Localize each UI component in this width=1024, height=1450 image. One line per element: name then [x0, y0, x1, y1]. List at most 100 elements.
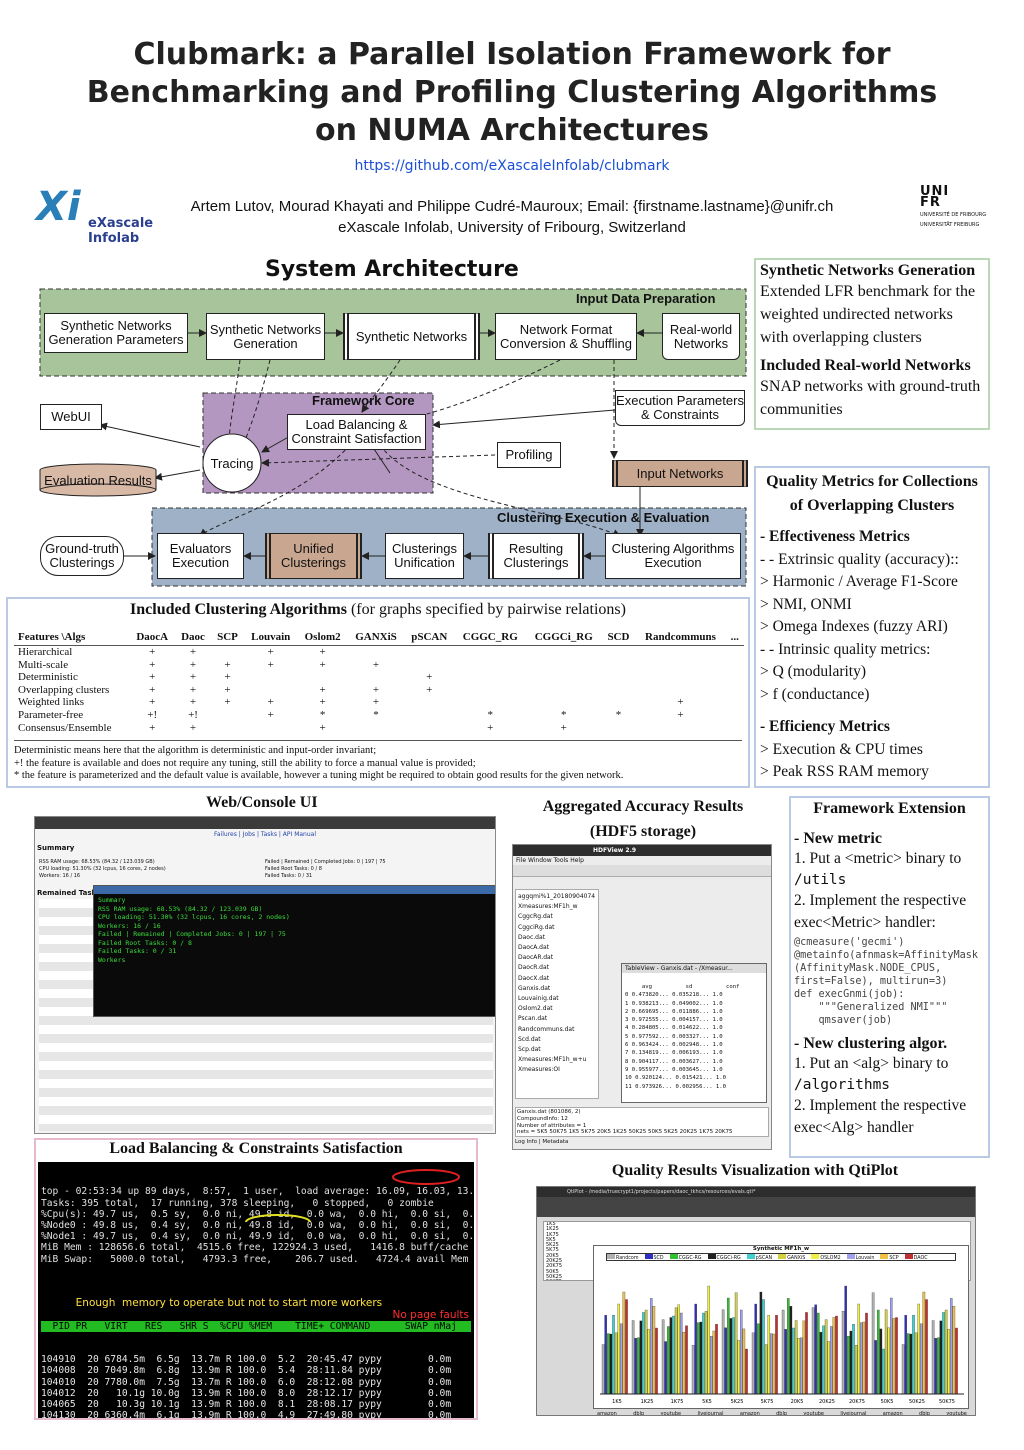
extension-step-1: 1. Put a <metric> binary to [794, 850, 962, 867]
webui-screenshot: Failures | Jobs | Tasks | API Manual Sum… [34, 816, 496, 1134]
plot-bar [797, 1338, 800, 1395]
node-real-world: Real-world Networks [662, 313, 740, 360]
plot-bar [775, 1315, 778, 1395]
tab-metadata[interactable]: Metadata [542, 1139, 569, 1145]
table-cell: + [319, 721, 326, 734]
plot-bar [781, 1309, 785, 1395]
quality-line: - - Extrinsic quality (accuracy):: [760, 550, 959, 568]
plot-bar [734, 1292, 738, 1395]
top-line: %Node1 : 49.7 us, 0.4 sy, 0.0 ni, 49.9 i… [41, 1231, 474, 1243]
algorithms-subtitle: (for graphs specified by pairwise relati… [350, 601, 626, 618]
legend-entry: pSCAN [746, 1254, 773, 1261]
table-cell [526, 659, 601, 672]
hdf-row: 2 0.669695... 0.011886... 1.0 [625, 1008, 723, 1015]
table-cell [244, 684, 298, 697]
title-line-1: Clubmark: a Parallel Isolation Framework… [133, 37, 891, 72]
plot-bar [682, 1331, 686, 1395]
plot-bar [667, 1326, 670, 1395]
legend-entry: SCD [644, 1254, 664, 1261]
node-webui: WebUI [40, 404, 102, 430]
qtiplot-toolbar [537, 1197, 975, 1217]
hdf-row: 4 0.284805... 0.014622... 1.0 [625, 1025, 723, 1032]
legend-label: SCD [653, 1256, 664, 1261]
plot-bar [784, 1329, 787, 1395]
legend-label: OSLOM2 [820, 1256, 841, 1261]
repo-link[interactable]: https://github.com/eXascaleInfolab/clubm… [354, 158, 670, 174]
hdf-row: 10 0.920124... 0.015421... 1.0 [625, 1075, 727, 1082]
hdf5-title: Aggregated Accuracy Results (HDF5 storag… [535, 794, 751, 844]
hdf-info-line: CompoundInfo: 12 [517, 1115, 568, 1122]
plot-bar [764, 1344, 768, 1395]
table-row: Overlapping clusters++++++ [14, 684, 744, 697]
extension-title: Framework Extension [813, 800, 966, 817]
table-cell: + [677, 696, 684, 709]
realworld-heading: Included Real-world Networks [760, 357, 971, 374]
plot-x-label: 50K75 [939, 1399, 955, 1405]
hdf-tabs[interactable]: Log Info | Metadata [515, 1139, 569, 1145]
plot-bar [609, 1333, 613, 1395]
plot-bar [694, 1303, 697, 1395]
legend-entry: GANXiS [778, 1254, 805, 1260]
node-profiling: Profiling [497, 442, 561, 468]
plot-bar [925, 1299, 928, 1395]
legend-label: pSCAN [755, 1256, 773, 1261]
table-cell [636, 659, 726, 672]
hdfview-menu[interactable]: File Window Tools Help [516, 857, 584, 864]
table-cell: + [372, 696, 380, 709]
bottom-label: dblp [633, 1411, 645, 1416]
code-line: """Generalized NMI""" [794, 1002, 948, 1013]
plot-bar [887, 1327, 890, 1395]
unifr-sub-2: UNIVERSITÄT FREIBURG [920, 222, 980, 228]
legend-label: CGGCi-RG [716, 1256, 741, 1261]
table-cell [725, 696, 744, 709]
plot-bar [655, 1327, 658, 1395]
bottom-label: livejournal [697, 1411, 724, 1416]
console-line: Failed Tasks: 0 / 31 [98, 947, 177, 955]
plot-bar [817, 1312, 820, 1395]
table-cell: + [149, 696, 156, 709]
input-prep-label: Input Data Preparation [576, 291, 716, 306]
bottom-label: youtube [946, 1411, 967, 1416]
tab-log-info[interactable]: Log Info [515, 1139, 537, 1145]
title-line-3: on NUMA Architectures [315, 113, 709, 148]
plot-bar [844, 1285, 847, 1395]
webui-title: Web/Console UI [206, 794, 318, 811]
webui-links[interactable]: Failures | Jobs | Tasks | API Manual [213, 831, 317, 838]
top-line: MiB Mem : 128656.6 total, 4515.6 free, 1… [41, 1242, 469, 1254]
table-cell [725, 646, 744, 659]
legend-label: CGGC-RG [678, 1256, 702, 1261]
table-cell [454, 646, 526, 659]
table-cell: + [426, 683, 433, 696]
legend-entry: Randcom [607, 1254, 639, 1260]
annotations-row: Enough memory to operate but not to star… [41, 1287, 471, 1321]
top-line: %Cpu(s): 49.7 us, 0.5 sy, 0.0 ni, 49.8 i… [41, 1208, 474, 1220]
extension-step-2: 2. Implement the respective exec<Metric>… [794, 892, 967, 931]
plot-bar [625, 1299, 628, 1395]
qtiplot-window: QtiPlot - /media/truecrypt1/projects/pap… [536, 1186, 976, 1416]
table-cell: + [149, 646, 156, 658]
plot-x-label: 20K75 [849, 1399, 865, 1405]
proc-line: 104065 20 10.3g 10.1g 13.9m R 100.0 8.1 … [41, 1399, 474, 1411]
plot-bar [862, 1321, 866, 1395]
plot-bar [832, 1317, 836, 1395]
table-cell [526, 684, 601, 697]
table-header: SCD [601, 629, 636, 646]
plot-bar [617, 1303, 620, 1395]
legend-swatch [880, 1254, 889, 1259]
plot-bar [877, 1309, 880, 1395]
plot-bar [770, 1333, 773, 1395]
hdf-file-item: CggciRg.dat [518, 923, 555, 931]
legend-label: Louvain [855, 1256, 875, 1261]
code-line: qmsaver(job) [794, 1015, 893, 1026]
code-line: first=False), multirun=3) [794, 976, 948, 987]
framework-extension-box: Framework Extension - New metric 1. Put … [789, 796, 990, 1158]
hdf-row: 1 0.938213... 0.049002... 1.0 [625, 1000, 723, 1007]
note-plus-bang: +! the feature is available and does not… [14, 757, 476, 769]
plot-bar [854, 1345, 858, 1395]
authors-block: Artem Lutov, Mourad Khayati and Philippe… [0, 196, 1024, 238]
node-syn-gen: Synthetic Networks Generation [206, 313, 325, 360]
plot-bar [672, 1315, 675, 1395]
